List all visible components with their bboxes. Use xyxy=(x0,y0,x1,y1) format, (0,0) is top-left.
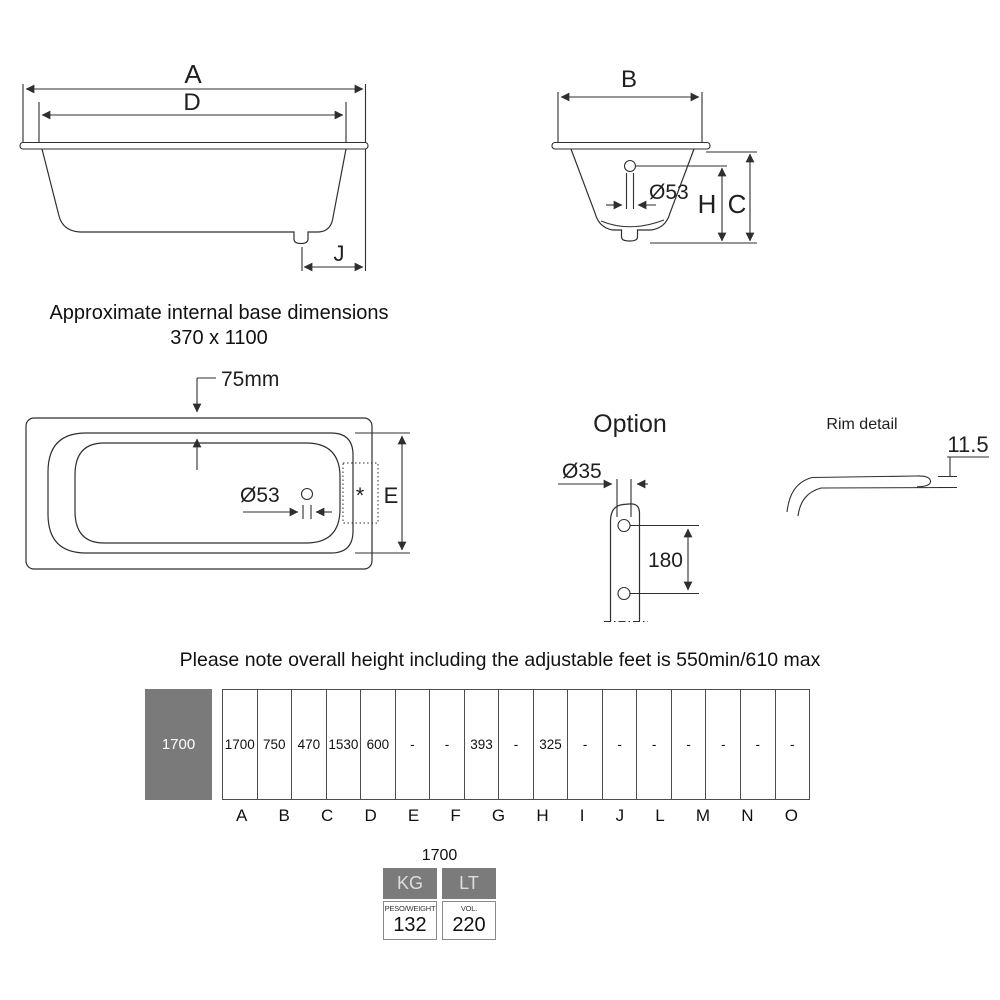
end-drain-diameter-label: Ø53 xyxy=(649,181,689,204)
weight-value: 132 xyxy=(393,914,427,936)
letter-g: G xyxy=(491,806,506,825)
size-cell: - xyxy=(568,690,603,799)
plan-rim-inner-edge xyxy=(47,432,354,554)
size-cell-a: 1700 xyxy=(223,690,258,799)
dim-a-label: A xyxy=(184,59,202,89)
letter-d: D xyxy=(364,806,377,825)
weight-volume-table: 1700 KG LT PESO/WEIGHT 132 VOL. 220 xyxy=(383,847,496,940)
rim-thickness-label: 11.5 xyxy=(947,432,988,457)
size-cell-j: 325 xyxy=(534,690,569,799)
size-cell: - xyxy=(499,690,534,799)
plan-drain-diameter-label: Ø53 xyxy=(240,484,280,507)
side-view xyxy=(19,84,369,272)
size-cell-b: 750 xyxy=(258,690,293,799)
weight-table-header-row: KG LT xyxy=(383,868,496,899)
option-view xyxy=(558,479,699,623)
volume-value: 220 xyxy=(452,914,486,936)
size-cell-h: 393 xyxy=(465,690,500,799)
size-cell-c: 470 xyxy=(292,690,327,799)
letter-o: O xyxy=(784,806,798,825)
weight-cell: PESO/WEIGHT 132 xyxy=(383,901,437,940)
internal-base-dimensions-note: Approximate internal base dimensions 370… xyxy=(18,301,420,351)
letter-e: E xyxy=(407,806,420,825)
letter-i: I xyxy=(579,806,585,825)
volume-cell: VOL. 220 xyxy=(442,901,496,940)
weight-table-value-row: PESO/WEIGHT 132 VOL. 220 xyxy=(383,901,496,940)
drain-hole xyxy=(623,159,637,173)
weight-table-title: 1700 xyxy=(421,847,458,864)
rim-width-label: 75mm xyxy=(221,368,279,391)
volume-label: VOL. xyxy=(460,904,478,913)
size-cell: - xyxy=(706,690,741,799)
end-view-inner-bottom xyxy=(600,219,665,228)
hole-spacing-label: 180 xyxy=(648,549,683,572)
end-view-rim xyxy=(551,141,711,150)
size-cell: - xyxy=(741,690,776,799)
side-view-rim xyxy=(19,141,369,150)
letter-m: M xyxy=(695,806,711,825)
dim-j-label: J xyxy=(334,241,345,266)
size-cell: - xyxy=(637,690,672,799)
rim-detail-title: Rim detail xyxy=(826,416,897,433)
letter-j: J xyxy=(615,806,625,825)
size-cell: - xyxy=(603,690,638,799)
size-cell-d: 1530 xyxy=(327,690,362,799)
size-cell: - xyxy=(672,690,707,799)
rim-detail-view xyxy=(786,456,989,517)
tap-panel-outline xyxy=(609,503,641,621)
end-view xyxy=(551,92,757,244)
tap-hole-bottom xyxy=(617,586,631,601)
size-cell-e: 600 xyxy=(361,690,396,799)
rim-profile-upper xyxy=(786,475,932,513)
plan-view xyxy=(25,377,410,570)
letter-l: L xyxy=(655,806,665,825)
side-view-tub-outline xyxy=(41,148,347,245)
dim-h-label: H xyxy=(698,189,717,219)
lt-header: LT xyxy=(442,868,496,899)
option-title: Option xyxy=(593,410,667,438)
overall-height-note: Please note overall height including the… xyxy=(179,649,821,671)
dim-e-label: E xyxy=(384,483,399,508)
dim-c-label: C xyxy=(728,189,747,219)
option-zone-dotted-box xyxy=(342,462,379,524)
base-note-line2: 370 x 1100 xyxy=(170,327,268,349)
letter-h: H xyxy=(536,806,549,825)
letter-a: A xyxy=(236,806,248,825)
tap-hole-top xyxy=(617,518,631,533)
letter-b: B xyxy=(278,806,290,825)
base-note-line1: Approximate internal base dimensions xyxy=(49,302,389,324)
plan-outer-edge xyxy=(25,417,373,570)
plan-drain-hole xyxy=(300,487,314,501)
kg-header: KG xyxy=(383,868,437,899)
letter-n: N xyxy=(741,806,754,825)
rim-profile-lower xyxy=(797,486,958,517)
dim-b-label: B xyxy=(621,66,637,93)
end-view-tub-outline xyxy=(570,148,695,242)
size-cell: - xyxy=(430,690,465,799)
size-table: 1700 750 470 1530 600 - - 393 - 325 - - … xyxy=(222,689,810,800)
dim-d-label: D xyxy=(183,89,200,116)
size-cell: - xyxy=(790,737,795,752)
hole-diameter-label: Ø35 xyxy=(562,460,602,483)
letter-f: F xyxy=(450,806,461,825)
size-row-label: 1700 xyxy=(145,689,212,800)
size-cell: - xyxy=(396,690,431,799)
weight-label: PESO/WEIGHT xyxy=(384,904,436,913)
plan-base-edge xyxy=(74,442,341,544)
option-zone-asterisk: * xyxy=(356,483,365,508)
dimension-letter-row: A B C D E F G H I J L M N O xyxy=(222,806,810,826)
letter-c: C xyxy=(321,806,334,825)
